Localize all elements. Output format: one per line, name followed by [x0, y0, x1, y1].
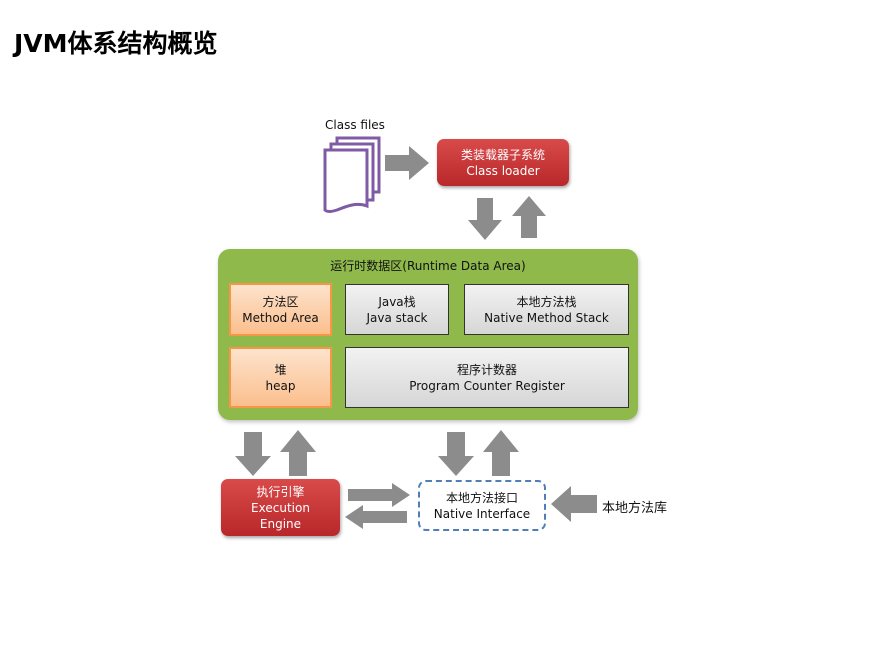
native-interface-box: 本地方法接口 Native Interface	[418, 480, 546, 531]
native-interface-en: Native Interface	[433, 506, 531, 521]
execution-engine-en-line1: Execution	[251, 500, 310, 515]
method-area-en: Method Area	[242, 310, 319, 325]
arrow-right-icon	[348, 483, 410, 507]
pc-register-box: 程序计数器 Program Counter Register	[345, 347, 629, 408]
heap-zh: 堆	[274, 362, 287, 377]
arrow-down-icon	[438, 432, 474, 476]
documents-icon	[323, 136, 381, 213]
native-library-label: 本地方法库	[602, 501, 668, 516]
native-method-stack-zh: 本地方法栈	[516, 294, 577, 309]
method-area-box: 方法区 Method Area	[229, 283, 332, 336]
heap-en: heap	[265, 378, 296, 393]
arrow-down-icon	[468, 198, 502, 240]
execution-engine-en-line2: Engine	[259, 516, 302, 531]
arrow-left-icon	[345, 505, 407, 529]
java-stack-zh: Java栈	[378, 294, 416, 309]
pc-register-en: Program Counter Register	[409, 378, 565, 393]
page-title: JVM体系结构概览	[14, 29, 218, 58]
execution-engine-zh: 执行引擎	[256, 484, 305, 499]
method-area-zh: 方法区	[262, 294, 299, 309]
heap-box: 堆 heap	[229, 347, 332, 408]
java-stack-box: Java栈 Java stack	[345, 284, 449, 335]
arrow-up-icon	[280, 430, 316, 476]
arrow-up-icon	[512, 196, 546, 238]
class-loader-en: Class loader	[466, 163, 540, 178]
arrow-left-icon	[551, 486, 597, 522]
arrow-up-icon	[483, 430, 519, 476]
arrow-right-icon	[385, 146, 429, 180]
native-method-stack-box: 本地方法栈 Native Method Stack	[464, 284, 629, 335]
native-method-stack-en: Native Method Stack	[484, 310, 609, 325]
java-stack-en: Java stack	[366, 310, 428, 325]
class-loader-zh: 类装载器子系统	[460, 147, 545, 162]
class-loader-box: 类装载器子系统 Class loader	[437, 139, 569, 186]
class-files-label: Class files	[325, 118, 385, 132]
runtime-area-title: 运行时数据区(Runtime Data Area)	[330, 259, 526, 273]
arrow-down-icon	[235, 432, 271, 476]
pc-register-zh: 程序计数器	[456, 362, 517, 377]
native-interface-zh: 本地方法接口	[445, 490, 518, 505]
execution-engine-box: 执行引擎 Execution Engine	[221, 479, 340, 536]
